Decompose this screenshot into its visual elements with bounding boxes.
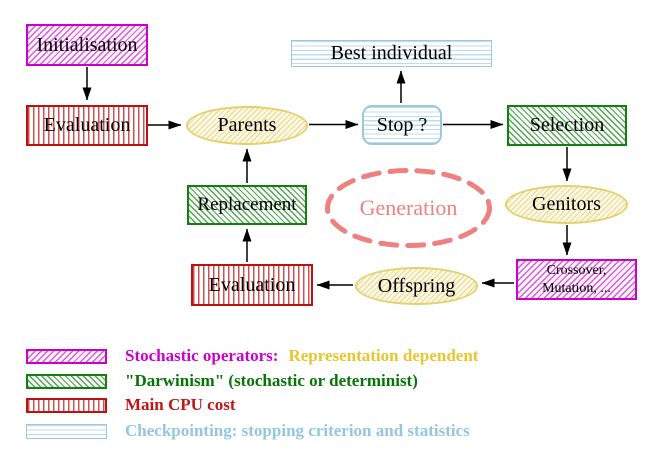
- node-evaluation-top: Evaluation: [26, 105, 148, 146]
- node-parents: Parents: [186, 106, 308, 145]
- legend-label-representation-dependent: Representation dependent: [288, 346, 479, 365]
- node-evaluation-bottom: Evaluation: [191, 264, 313, 306]
- node-selection: Selection: [507, 105, 627, 146]
- node-crossover-mutation: Crossover, Mutation, ...: [516, 259, 637, 300]
- generation-cycle-label: Generation: [359, 195, 458, 220]
- legend-swatch-darwinism: [26, 373, 107, 389]
- legend-row-cpu-cost: Main CPU cost: [26, 395, 235, 415]
- legend-row-darwinism: "Darwinism" (stochastic or determinist): [26, 371, 418, 391]
- legend-label-darwinism: "Darwinism" (stochastic or determinist): [125, 371, 418, 390]
- legend-label-stochastic-operators: Stochastic operators:: [125, 346, 279, 365]
- node-best-individual: Best individual: [291, 40, 492, 67]
- crossover-line: Crossover,: [546, 263, 607, 278]
- mutation-line: Mutation, ...: [542, 280, 611, 296]
- legend-swatch-stochastic-operators: [26, 348, 107, 364]
- node-genitors: Genitors: [505, 185, 628, 224]
- node-stop: Stop ?: [362, 105, 442, 145]
- legend-row-stochastic: Stochastic operators: Representation dep…: [26, 346, 478, 366]
- node-initialisation: Initialisation: [26, 24, 148, 66]
- node-offspring: Offspring: [355, 267, 478, 305]
- legend-row-checkpointing: Checkpointing: stopping criterion and st…: [26, 421, 470, 441]
- legend-swatch-checkpointing: [26, 423, 107, 439]
- node-replacement: Replacement: [187, 185, 307, 225]
- legend-swatch-cpu-cost: [26, 397, 107, 413]
- legend-label-cpu-cost: Main CPU cost: [125, 395, 236, 414]
- legend-label-checkpointing: Checkpointing: stopping criterion and st…: [125, 421, 470, 440]
